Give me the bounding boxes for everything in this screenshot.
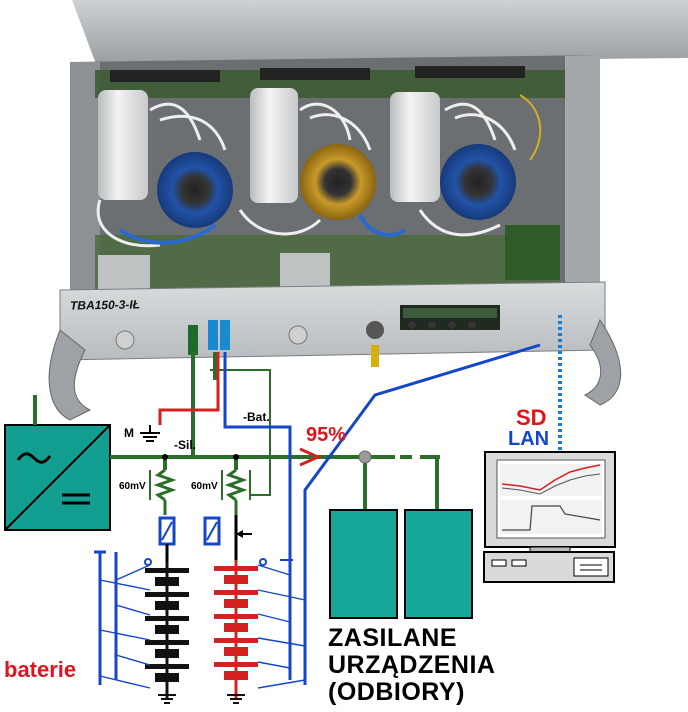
lan-label: LAN <box>508 428 550 450</box>
capacitor <box>390 92 440 202</box>
bat-label: -Bat. <box>243 410 270 424</box>
device-photo <box>48 0 688 421</box>
converter-block <box>4 395 111 531</box>
bus-node <box>233 454 239 460</box>
computer-monitor-icon <box>483 451 616 583</box>
sil-label: -Sil. <box>174 438 197 452</box>
toroid-coil <box>440 144 516 220</box>
device-handle-left <box>48 329 92 421</box>
loads-label-line1: ZASILANE <box>328 624 457 652</box>
toroid-coil <box>300 144 376 220</box>
cell-monitor-bus <box>94 550 307 685</box>
device-model-label: TBA150-3-IŁ <box>69 297 141 313</box>
load-device <box>404 509 473 619</box>
arrow-left-icon <box>236 530 252 538</box>
ground-icon <box>140 425 160 442</box>
shunt-resistor-right <box>224 468 248 515</box>
load-device <box>329 509 398 619</box>
efficiency-label: 95% <box>306 424 347 446</box>
cell-monitor-taps <box>99 564 306 689</box>
wire-blue <box>223 352 292 560</box>
capacitor <box>98 90 148 200</box>
shunt-resistor-left <box>153 468 177 515</box>
fuse-right <box>203 515 238 560</box>
device-handle-right <box>584 318 622 406</box>
ac-dc-converter-icon <box>16 452 90 505</box>
shunt-left-label: 60mV <box>119 481 146 492</box>
wire-red <box>158 352 220 425</box>
batteries-label: baterie <box>4 657 77 682</box>
sd-label: SD <box>516 405 547 430</box>
loads-label-line3: (ODBIORY) <box>328 678 465 706</box>
device-front-panel <box>59 281 606 361</box>
efficiency-arrow <box>299 447 322 467</box>
loads-label-line2: URZĄDZENIA <box>328 651 496 679</box>
shunt-right-label: 60mV <box>191 481 218 492</box>
bus-node <box>162 454 168 460</box>
wire-comm <box>303 343 541 560</box>
fuse-left <box>158 516 176 562</box>
capacitor <box>250 88 298 203</box>
toroid-coil <box>157 152 233 228</box>
load-devices <box>329 509 473 619</box>
bus-node-gray <box>358 450 372 464</box>
device-lid <box>72 0 688 64</box>
battery-string-black <box>145 562 189 704</box>
ground-label: M <box>124 426 134 440</box>
battery-string-red <box>214 560 258 704</box>
